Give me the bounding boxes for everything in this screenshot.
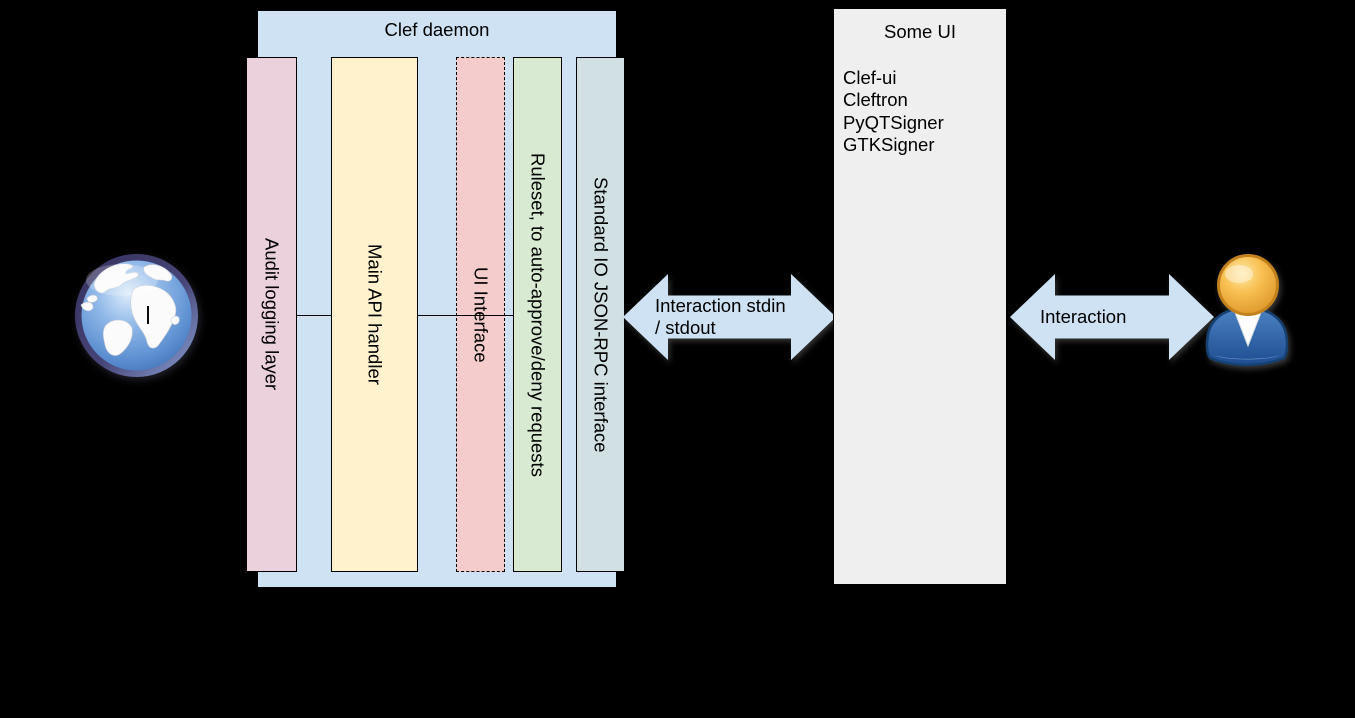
arrow-stdin-stdout-label: Interaction stdin / stdout [655, 295, 786, 339]
user-icon [1205, 254, 1289, 367]
arrow-interaction-shape [1010, 274, 1214, 360]
user-head-highlight [1225, 265, 1253, 283]
globe-connector-tick [147, 306, 149, 324]
some-ui-title: Some UI [884, 21, 956, 42]
column-ui-interface-label: UI Interface [470, 266, 492, 363]
list-item-pyqtsigner: PyQTSigner [843, 111, 944, 133]
column-stdio-jsonrpc-label: Standard IO JSON-RPC interface [590, 176, 612, 453]
column-ruleset: Ruleset, to auto-approve/deny requests [513, 57, 562, 572]
column-main-api-handler-label: Main API handler [364, 244, 386, 385]
arrow-interaction-label: Interaction [1040, 306, 1127, 327]
user-head [1217, 254, 1279, 316]
connector-line-right [417, 315, 514, 316]
column-stdio-jsonrpc: Standard IO JSON-RPC interface [576, 57, 625, 572]
some-ui-box: Some UI Clef-ui Cleftron PyQTSigner GTKS… [833, 8, 1007, 585]
connector-line-left [296, 315, 332, 316]
column-main-api-handler: Main API handler [331, 57, 418, 572]
arrow-stdin-stdout-label-line1: Interaction stdin [655, 295, 786, 316]
clef-daemon-box: Clef daemon [257, 10, 617, 588]
column-ui-interface: UI Interface [456, 57, 505, 572]
arrow-stdin-stdout-label-line2: / stdout [655, 317, 716, 338]
arrow-stdin-stdout-shape [623, 274, 836, 360]
globe-highlight [86, 264, 158, 296]
arrow-stdin-stdout [623, 274, 836, 360]
list-item-clef-ui: Clef-ui [843, 67, 897, 88]
globe-continents [80, 263, 180, 356]
column-ruleset-label: Ruleset, to auto-approve/deny requests [527, 152, 549, 477]
user-body-sheen [1214, 355, 1280, 360]
list-item-gtksigner: GTKSigner [843, 134, 935, 156]
arrow-interaction [1010, 274, 1214, 360]
column-audit-logging-layer-label: Audit logging layer [261, 238, 283, 391]
column-audit-logging-layer: Audit logging layer [246, 57, 297, 572]
list-item-cleftron: Cleftron [843, 89, 908, 111]
globe-icon [75, 254, 198, 377]
some-ui-list: Clef-ui Cleftron PyQTSigner GTKSigner [843, 67, 944, 157]
clef-daemon-title: Clef daemon [384, 19, 490, 40]
